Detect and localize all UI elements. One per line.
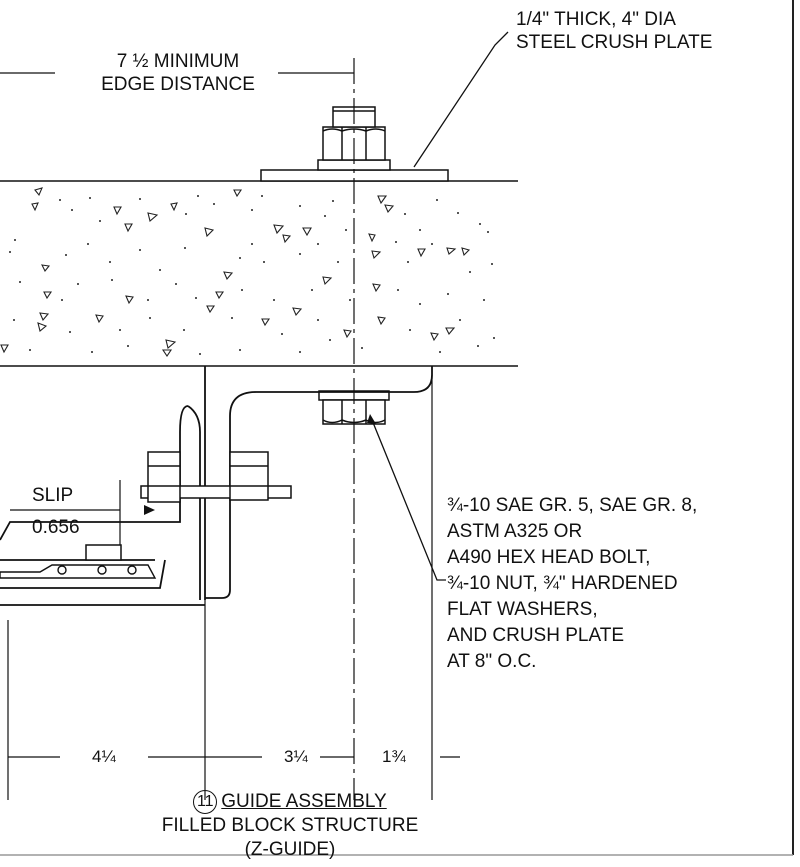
- crush-plate-leader: [413, 31, 509, 168]
- leader-arrow-bolt: [367, 414, 376, 424]
- bolt-spec-line-6: AND CRUSH PLATE: [447, 625, 625, 646]
- edge-distance-callout: 7 ½ MINIMUM EDGE DISTANCE: [78, 50, 278, 96]
- edge-distance-line1: 7 ½ MINIMUM: [116, 51, 240, 72]
- dimension-d2: 3¼: [284, 747, 308, 766]
- bolt-leader: [371, 419, 446, 581]
- z-guide-angle: [204, 366, 433, 600]
- bolt-spec-line-7: AT 8" O.C.: [447, 651, 537, 672]
- bolt-spec-callout: ¾-10 SAE GR. 5, SAE GR. 8, ASTM A325 OR …: [447, 493, 697, 675]
- concrete-dots-pattern: [9, 195, 495, 355]
- detail-variant: (Z-GUIDE): [244, 839, 336, 861]
- bolt-spec-line-1: ¾-10 SAE GR. 5, SAE GR. 8,: [447, 495, 698, 516]
- rail-hardware: [0, 564, 157, 579]
- detail-subtitle: FILLED BLOCK STRUCTURE: [161, 815, 419, 837]
- guide-clip: [0, 405, 205, 606]
- dimension-d3: 1¾: [382, 747, 406, 766]
- crush-plate-line1: 1/4" THICK, 4" DIA: [516, 9, 676, 30]
- slip-arrow: [144, 505, 155, 515]
- edge-distance-line2: EDGE DISTANCE: [101, 74, 255, 95]
- bolt-spec-line-2: ASTM A325 OR: [447, 521, 583, 542]
- crush-plate-callout: 1/4" THICK, 4" DIA STEEL CRUSH PLATE: [516, 8, 712, 54]
- slip-value: 0.656: [32, 517, 80, 538]
- clip-bolt: [85, 451, 292, 561]
- bolt-spec-line-4: ¾-10 NUT, ¾" HARDENED: [447, 573, 678, 594]
- dimension-d1: 4¼: [92, 747, 116, 766]
- slip-label: SLIP: [32, 485, 74, 506]
- concrete-aggregate-pattern: [0, 187, 471, 357]
- detail-title: GUIDE ASSEMBLY: [221, 791, 387, 813]
- detail-number-badge: 11: [193, 790, 218, 814]
- crush-plate-line2: STEEL CRUSH PLATE: [516, 32, 713, 53]
- bolt-spec-line-3: A490 HEX HEAD BOLT,: [447, 547, 651, 568]
- bolt-spec-line-5: FLAT WASHERS,: [447, 599, 598, 620]
